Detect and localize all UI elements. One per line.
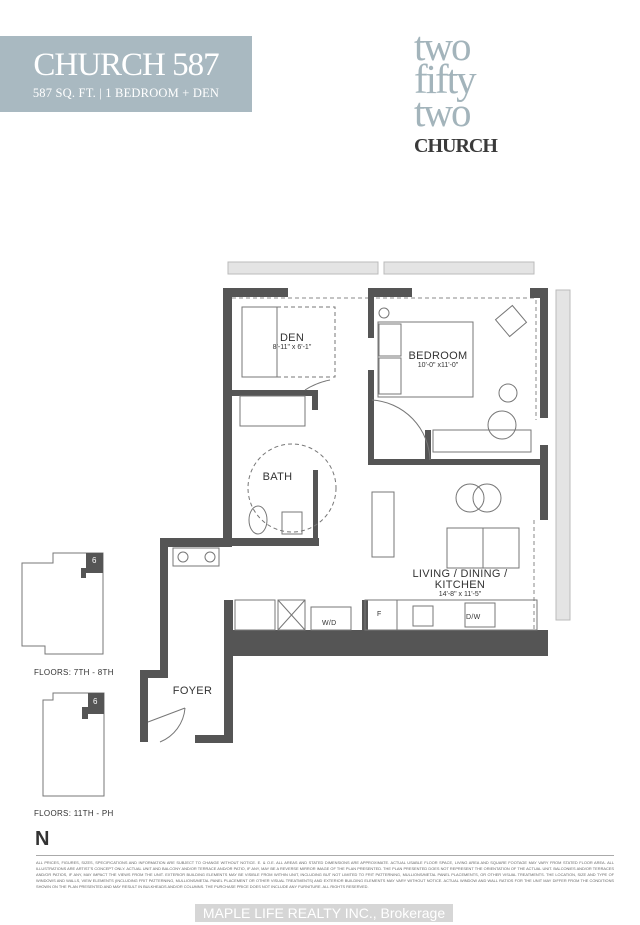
unit-name: CHURCH 587 [33, 47, 219, 83]
windows [227, 261, 571, 640]
room-name: LIVING / DINING / [412, 568, 508, 580]
logo-brand: CHURCH [414, 135, 498, 157]
logo-line: two [414, 89, 472, 135]
room-bath: BATH [262, 471, 293, 483]
key-plan-outline [42, 692, 105, 797]
divider [36, 855, 614, 856]
key-plan-outline [21, 552, 104, 655]
room-bedroom: BEDROOM 10'-0" x11'-0" [398, 350, 478, 369]
key-plan-label: FLOORS: 7TH - 8TH [34, 668, 114, 677]
room-den: DEN 8'-11" x 6'-1" [262, 332, 322, 351]
unit-banner: CHURCH 587 587 SQ. FT. | 1 BEDROOM + DEN [0, 36, 252, 112]
disclaimer: ALL PRICES, FIGURES, SIZES, SPECIFICATIO… [36, 860, 614, 889]
room-foyer: FOYER [172, 685, 213, 697]
room-name: BEDROOM [408, 350, 468, 362]
dishwasher-label: D/W [466, 614, 481, 621]
logo-line: fifty [414, 56, 477, 102]
unit-details: 587 SQ. FT. | 1 BEDROOM + DEN [32, 86, 220, 100]
room-name: DEN [279, 332, 305, 344]
watermark: MAPLE LIFE REALTY INC., Brokerage [195, 904, 453, 922]
north-label: N [35, 828, 50, 850]
key-plan-unit-number: 6 [92, 556, 97, 565]
room-name: KITCHEN [434, 579, 486, 591]
room-dimensions: 10'-0" x11'-0" [417, 362, 459, 369]
room-dimensions: 8'-11" x 6'-1" [272, 344, 312, 351]
room-living-dining-kitchen: LIVING / DINING / KITCHEN 14'-8" x 11'-5… [405, 569, 515, 599]
key-plan-label: FLOORS: 11TH - PH [34, 809, 114, 818]
walls [140, 288, 548, 743]
room-dimensions: 14'-8" x 11'-5" [438, 591, 482, 598]
logo-line: two [414, 23, 472, 69]
washer-dryer-label: W/D [322, 620, 337, 627]
fridge-label: F [377, 611, 382, 618]
building-logo: two fifty two CHURCH [408, 23, 608, 158]
key-plan-unit-number: 6 [93, 697, 98, 706]
north-arrow-icon: N [35, 828, 49, 851]
furniture [147, 304, 538, 743]
